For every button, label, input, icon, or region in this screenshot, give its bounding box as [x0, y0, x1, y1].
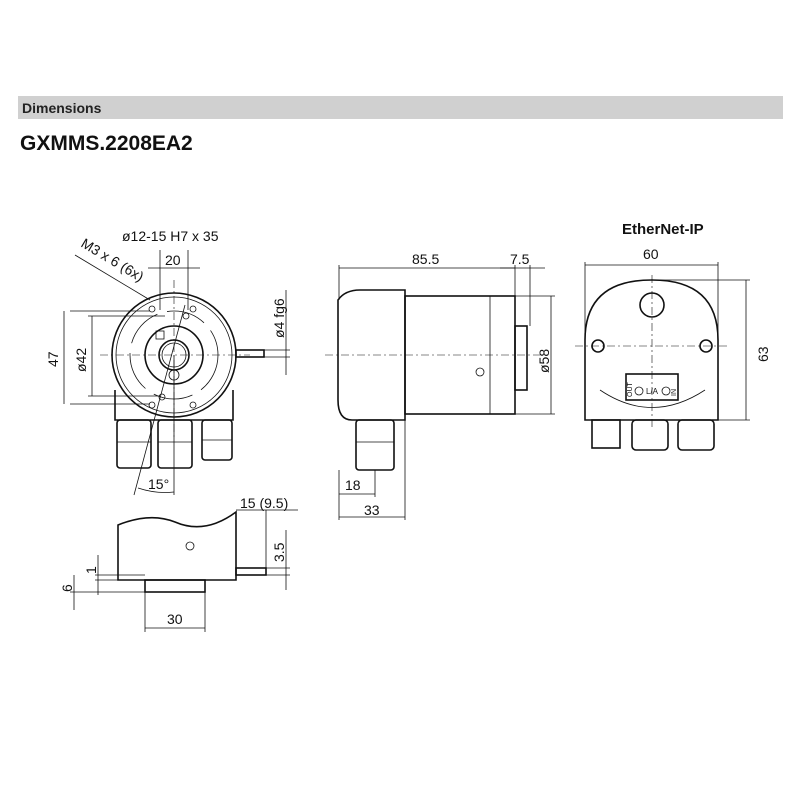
- dim-63-label: 63: [755, 346, 771, 362]
- shaft-bore-label: ø12-15 H7 x 35: [122, 228, 219, 244]
- dim-85-5-label: 85.5: [412, 251, 439, 267]
- model-title: GXMMS.2208EA2: [20, 132, 193, 155]
- dim-3-5-label: 3.5: [271, 542, 287, 562]
- rear-view: EtherNet-IP OUT L/A IN 60 63: [575, 221, 771, 451]
- dim-6-label: 6: [59, 584, 75, 592]
- dim-33-label: 33: [364, 502, 380, 518]
- pin-length-label: 15 (9.5): [240, 495, 288, 511]
- cable-glands: [116, 419, 233, 469]
- dia-58-label: ø58: [536, 349, 552, 373]
- led-out-label: OUT: [627, 382, 634, 398]
- interface-label: EtherNet-IP: [622, 221, 704, 238]
- dim-30-label: 30: [167, 611, 183, 627]
- dia-42-label: ø42: [73, 348, 89, 372]
- dim-18-label: 18: [345, 477, 361, 493]
- side-view: 85.5 7.5 ø58 18 33: [325, 251, 555, 520]
- dim-60-label: 60: [643, 246, 659, 262]
- dim-20-label: 20: [165, 252, 181, 268]
- section-label: Dimensions: [22, 100, 102, 116]
- pin-dia-label: ø4 fg6: [271, 298, 287, 338]
- dim-1-label: 1: [83, 566, 99, 574]
- led-la-label: L/A: [646, 387, 659, 396]
- dim-47-label: 47: [45, 351, 61, 367]
- front-view: ø12-15 H7 x 35 20 M3 x 6 (6x) 47 ø42 ø4 …: [45, 228, 290, 496]
- bottom-view: 15 (9.5) 3.5 1 6 30: [59, 495, 298, 632]
- section-header: Dimensions: [18, 96, 783, 119]
- dim-7-5-label: 7.5: [510, 251, 530, 267]
- angle-label: 15°: [148, 476, 169, 492]
- led-in-label: IN: [671, 389, 678, 396]
